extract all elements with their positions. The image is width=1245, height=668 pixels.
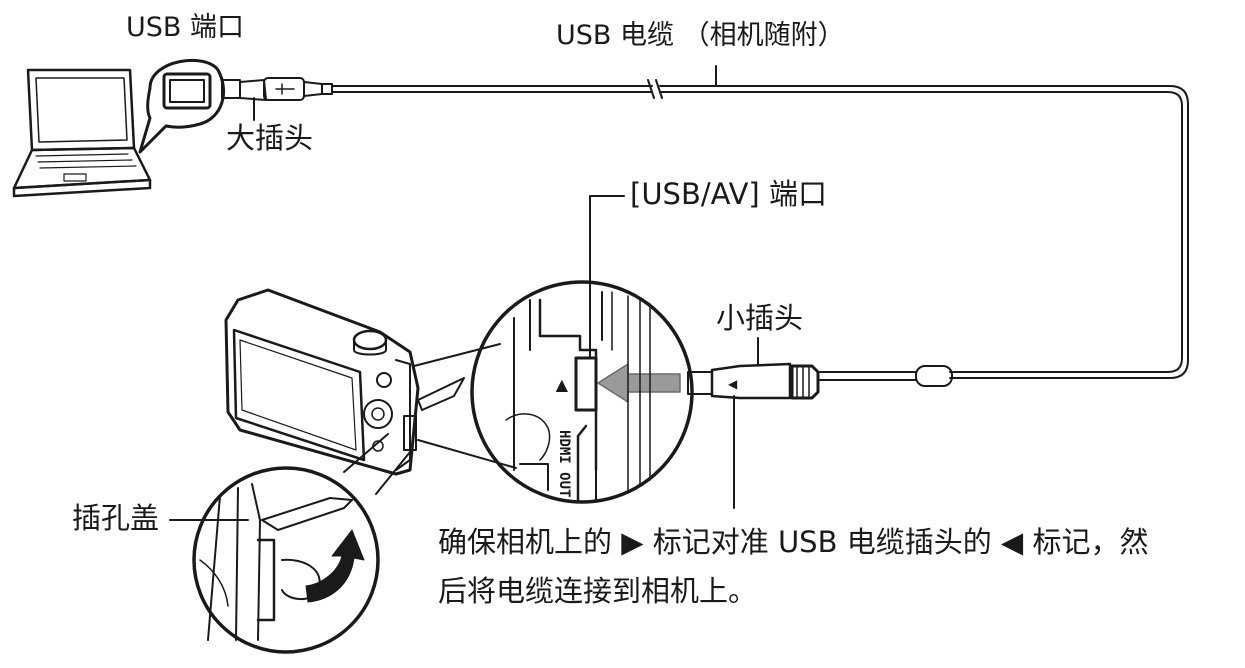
- port-cover-label: 插孔盖: [72, 504, 159, 533]
- laptop-icon: [14, 70, 150, 196]
- small-plug: [688, 364, 818, 398]
- usb-av-port-label: [USB/AV] 端口: [630, 180, 827, 209]
- lift-arrow-icon: [306, 530, 364, 602]
- instruction-line-2: 后将电缆连接到相机上。: [438, 577, 1243, 606]
- large-plug-label: 大插头: [226, 124, 313, 153]
- plug-triangle-mark: ◀: [728, 377, 738, 391]
- instruction-line-1: 确保相机上的 ▶ 标记对准 USB 电缆插头的 ◀ 标记，然: [438, 528, 1243, 557]
- usb-cable-label: USB 电缆 （相机随附）: [556, 22, 845, 49]
- hdmi-out-label: HDMI OUT: [556, 430, 572, 497]
- insert-arrow-icon: [598, 364, 680, 402]
- usb-cable: [332, 66, 1188, 386]
- usb-plug-icon: [222, 78, 332, 100]
- camera-triangle-mark: ▶: [551, 379, 570, 392]
- usb-port-label: USB 端口: [126, 14, 244, 41]
- camera-icon: [226, 290, 464, 474]
- instruction-note: 确保相机上的 ▶ 标记对准 USB 电缆插头的 ◀ 标记，然 后将电缆连接到相机…: [438, 528, 1243, 606]
- small-plug-label: 小插头: [716, 304, 803, 333]
- usb-port-icon: [140, 60, 224, 152]
